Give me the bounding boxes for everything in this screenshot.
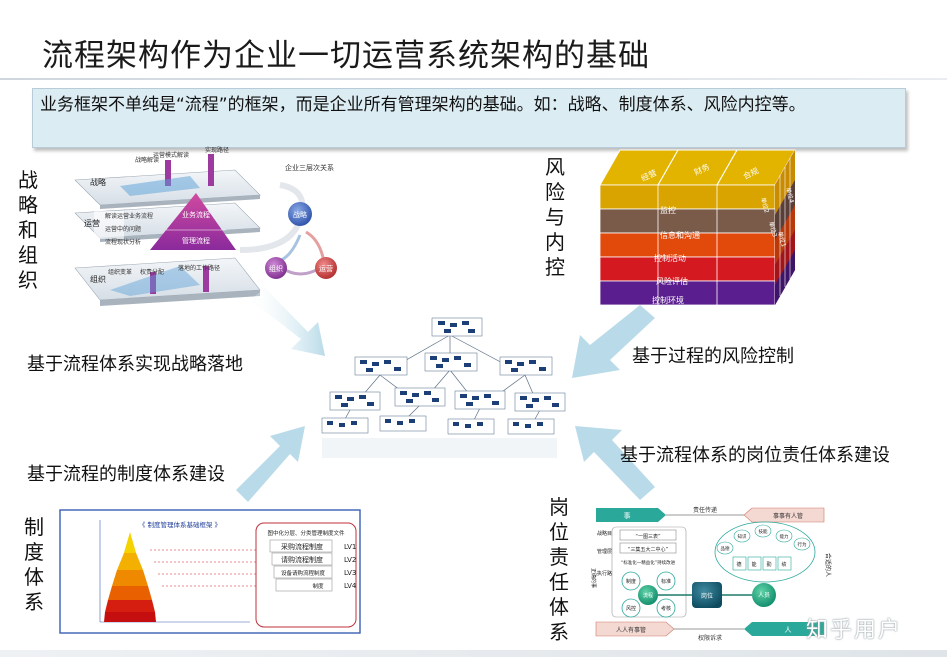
pyramid-label-2: 管理流程 xyxy=(182,236,210,245)
arrow-from-system xyxy=(236,426,305,502)
post-center-item-1: “一图三表” xyxy=(635,533,661,540)
level-4-name: 制度 xyxy=(312,582,324,590)
level-3-tag: LV3 xyxy=(344,569,356,577)
pyramid-label-1: 业务流程 xyxy=(182,210,210,219)
bubble-9: 绩 xyxy=(781,561,786,568)
level-2-name: 请购流程制度 xyxy=(281,555,323,564)
level-4-tag: LV4 xyxy=(344,582,357,590)
page-title: 流程架构作为企业一切运营系统架构的基础 xyxy=(42,38,650,74)
cycle-node-strategy: 战略 xyxy=(293,210,307,219)
post-left-tag-2: 管理层级 xyxy=(597,548,617,555)
risk-band-environment: 控制环境 xyxy=(652,295,684,305)
strategy-side-label: 战略和组织 xyxy=(18,168,38,292)
risk-band-monitor: 监控 xyxy=(660,205,676,215)
subtitle-text: 业务框架不单纯是“流程”的框架，而是企业所有管理架构的基础。如：战略、制度体系、… xyxy=(40,95,806,115)
risk-band-info: 信息和沟通 xyxy=(660,230,700,240)
arrow-from-strategy xyxy=(250,288,325,356)
levels-title: 图中化分层、分类管理制度文件 xyxy=(267,529,345,537)
post-bottom-rights: 权限诉求 xyxy=(698,634,722,642)
mid-label-3: 流程现状分析 xyxy=(105,238,141,246)
post-side-label: 岗位责任体系 xyxy=(549,495,569,644)
subtitle-box xyxy=(32,88,906,148)
bottom-label-2: 权责分配 xyxy=(140,268,164,276)
bubble-2: 知识 xyxy=(738,533,747,540)
top-label-3: 实现路径 xyxy=(205,146,229,154)
post-left-tag-1: 战略目标 xyxy=(597,530,617,537)
level-2-tag: LV2 xyxy=(344,556,356,564)
strategy-plate-top xyxy=(74,154,261,209)
bubble-6: 德 xyxy=(736,561,741,568)
title-divider xyxy=(0,78,947,80)
process-nodes xyxy=(321,317,566,458)
caption-post: 基于流程体系的岗位责任体系建设 xyxy=(620,445,890,466)
level-3-name: 设备请购流程制度 xyxy=(281,569,326,577)
layer-label-operation: 运营 xyxy=(84,218,100,228)
post-center-item-2: “三集五大二中心” xyxy=(628,546,669,553)
risk-side-unit3: 单位3 xyxy=(767,220,779,238)
cycle-title: 企业三层次关系 xyxy=(285,163,334,172)
strategy-panel: 战略 运营 组织 战略解读 运营模式解读 实现路径 解读运营业务流程 运营中的问… xyxy=(74,146,337,306)
post-bottom-person: 人 xyxy=(785,626,792,634)
bubble-1: 品德 xyxy=(721,545,730,552)
layer-label-organization: 组织 xyxy=(90,274,106,284)
top-label-1: 战略解读 xyxy=(135,156,159,164)
post-left-side: 正确的事 xyxy=(590,568,597,588)
strategy-plate-mid xyxy=(74,193,261,250)
system-panel: 《 制度管理体系基础框架 》 图中化分层、分类管理制度文件 采购流程制度 请购流… xyxy=(59,509,361,634)
bubble-8: 勤 xyxy=(766,561,771,568)
post-panel: 事 责任传递 事事有人管 人人有事管 人 权限诉求 战略目标 管理层级 执行路径… xyxy=(590,502,832,642)
cycle-node-organization: 组织 xyxy=(269,264,283,273)
bubble-7: 能 xyxy=(751,561,756,568)
level-1-tag: LV1 xyxy=(344,543,356,551)
post-node-risk: 风控 xyxy=(626,605,636,612)
cycle-node-operation: 运营 xyxy=(319,264,333,273)
post-top-everyone: 事事有人管 xyxy=(773,512,803,520)
risk-side-label: 风险与内控 xyxy=(545,155,565,279)
bubble-3: 技能 xyxy=(759,528,768,535)
bubble-4: 能力 xyxy=(780,533,789,540)
arrow-from-risk xyxy=(572,305,655,378)
post-node-position: 岗位 xyxy=(701,592,713,600)
bubble-5: 行为 xyxy=(798,541,807,548)
post-top-transfer: 责任传递 xyxy=(693,506,717,514)
risk-side-unit4: 单位4 xyxy=(784,186,796,204)
risk-side-unit2: 单位2 xyxy=(759,196,771,214)
top-label-2: 运营模式解读 xyxy=(153,151,189,159)
post-node-staff: 人员 xyxy=(758,592,770,599)
bottom-label-1: 组织变革 xyxy=(108,268,132,276)
strategy-plate-bottom xyxy=(74,257,261,306)
mid-label-1: 解读运营业务流程 xyxy=(105,212,153,220)
level-1-name: 采购流程制度 xyxy=(281,542,323,551)
post-right-side: 合适的人 xyxy=(824,553,832,577)
post-left-tag-3: 执行路径 xyxy=(597,570,617,577)
arrow-from-post xyxy=(575,426,655,500)
risk-band-control: 控制活动 xyxy=(654,253,686,263)
risk-cube: 监控 信息和沟通 控制活动 风险评估 控制环境 经营 财务 合规 单位1 单位2… xyxy=(599,149,796,306)
post-top-task: 事 xyxy=(624,511,631,520)
risk-side-unit1: 单位1 xyxy=(776,230,788,248)
risk-band-assessment: 风险评估 xyxy=(656,276,688,286)
layer-label-strategy: 战略 xyxy=(90,177,106,187)
process-architecture-network xyxy=(339,334,541,429)
post-center-item-3: “标准化一精益化”持续改进 xyxy=(621,559,676,566)
mid-label-2: 运营中的问题 xyxy=(105,225,141,233)
caption-risk: 基于过程的风险控制 xyxy=(632,346,794,367)
system-panel-title: 《 制度管理体系基础框架 》 xyxy=(139,520,221,529)
post-bottom-everyone: 人人有事管 xyxy=(616,626,646,634)
bottom-divider xyxy=(0,650,947,657)
post-node-assessment: 考核 xyxy=(661,605,671,612)
watermark: 知乎用户 xyxy=(806,618,903,643)
system-side-label: 制度体系 xyxy=(24,515,44,614)
caption-strategy: 基于流程体系实现战略落地 xyxy=(27,354,243,375)
post-node-system: 制度 xyxy=(626,578,636,585)
post-node-standard: 标准 xyxy=(661,578,671,585)
post-node-process: 流程 xyxy=(643,592,653,599)
bottom-label-3: 落地的工作路径 xyxy=(178,264,220,272)
caption-system: 基于流程的制度体系建设 xyxy=(27,464,225,485)
